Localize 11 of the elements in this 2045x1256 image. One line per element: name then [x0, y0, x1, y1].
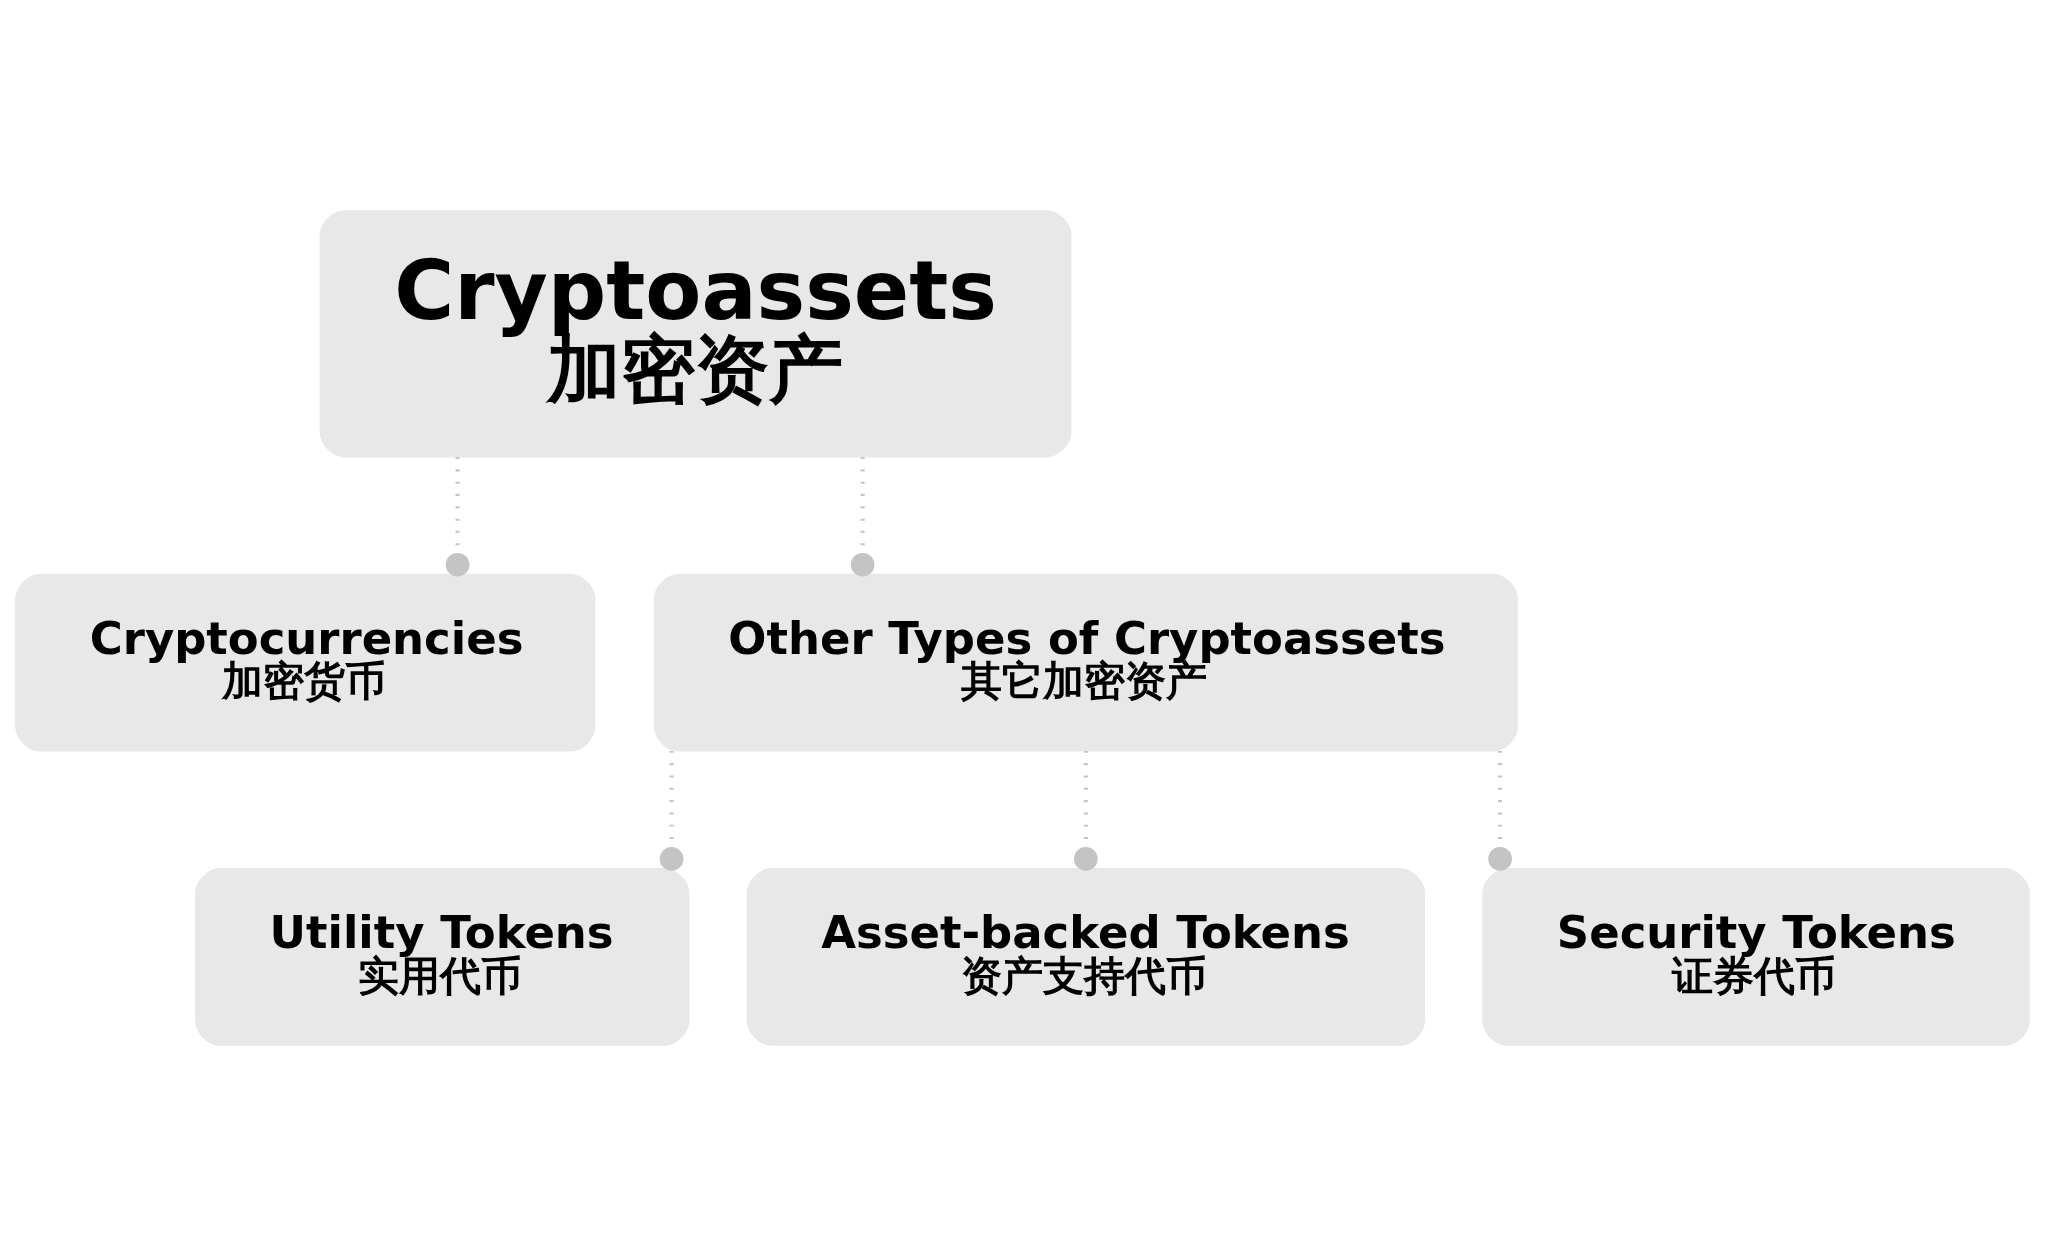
connector: [850, 457, 875, 577]
node-box: Utility Tokens 实用代币: [195, 868, 690, 1046]
node-box: Cryptoassets 加密资产: [319, 210, 1072, 458]
connector: [445, 457, 470, 577]
node-box: Security Tokens 证券代币: [1482, 868, 2030, 1046]
node-box: Asset-backed Tokens 资产支持代币: [746, 868, 1425, 1046]
node-box: Cryptocurrencies 加密货币: [15, 573, 596, 752]
node-box: Other Types of Cryptoassets 其它加密资产: [653, 573, 1518, 752]
connector: [659, 751, 684, 871]
connector: [1074, 751, 1098, 871]
connector: [1488, 751, 1512, 871]
